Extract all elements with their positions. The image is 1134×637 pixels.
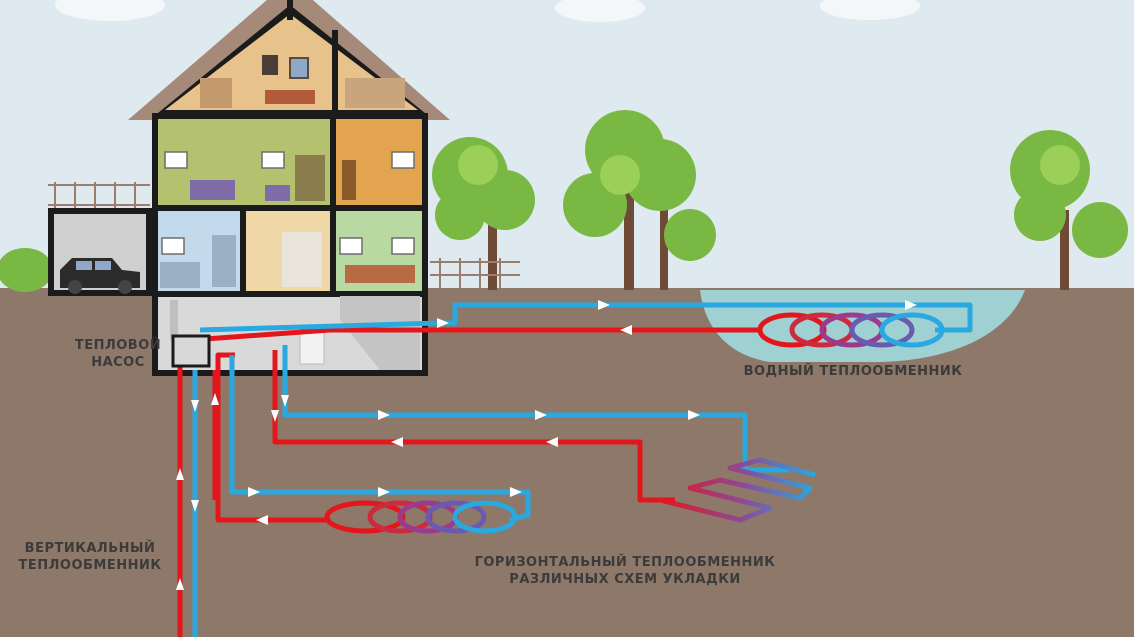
vertical-exchanger-label-line1: ВЕРТИКАЛЬНЫЙ xyxy=(24,541,156,556)
vertical-exchanger-label: ВЕРТИКАЛЬНЫЙ ТЕПЛООБМЕННИК xyxy=(14,540,166,574)
slinky-field xyxy=(659,457,816,523)
horizontal-exchanger-label-line1: ГОРИЗОНТАЛЬНЫЙ ТЕПЛООБМЕННИК xyxy=(474,555,776,570)
flow-arrow xyxy=(176,300,917,590)
pond-coil xyxy=(757,312,945,348)
heat-pump-label-line1: ТЕПЛОВОЙ xyxy=(74,338,162,353)
heat-pump-box xyxy=(171,334,211,368)
cloud xyxy=(555,0,645,22)
hot-pipes xyxy=(177,327,760,637)
tree xyxy=(432,137,535,290)
tree xyxy=(1010,130,1128,290)
horizontal-exchanger-label-line2: РАЗЛИЧНЫХ СХЕМ УКЛАДКИ xyxy=(509,572,741,587)
cloud xyxy=(820,0,920,20)
tree xyxy=(563,110,716,290)
cloud xyxy=(55,0,165,21)
bush xyxy=(0,248,53,292)
water-exchanger-label: ВОДНЫЙ ТЕПЛООБМЕННИК xyxy=(743,364,963,379)
horizontal-exchanger-label: ГОРИЗОНТАЛЬНЫЙ ТЕПЛООБМЕННИК РАЗЛИЧНЫХ С… xyxy=(462,554,788,588)
vertical-exchanger-label-line2: ТЕПЛООБМЕННИК xyxy=(18,558,162,573)
heat-pump-label: ТЕПЛОВОЙ НАСОС xyxy=(62,337,174,371)
heat-pump-label-line2: НАСОС xyxy=(91,355,145,370)
house xyxy=(48,0,450,376)
fence xyxy=(48,182,520,288)
horizontal-coil xyxy=(324,500,518,534)
car xyxy=(60,258,140,294)
